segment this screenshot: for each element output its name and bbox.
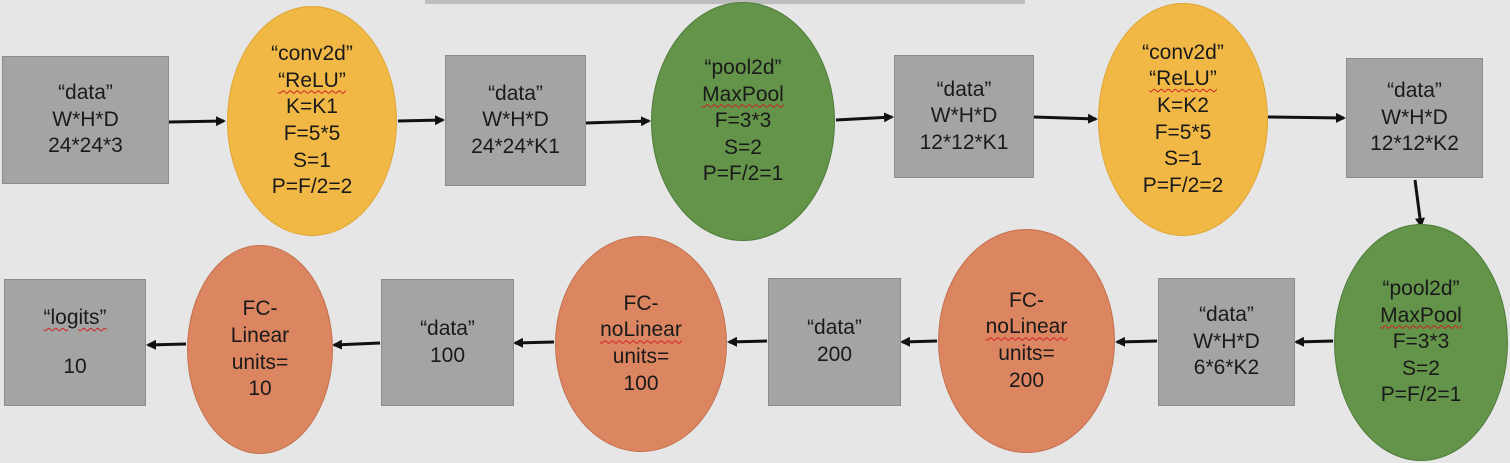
activation: noLinear — [985, 315, 1068, 339]
logits-label: “logits” — [43, 305, 107, 329]
fc-node-2: FC- noLinear units= 100 — [555, 236, 727, 452]
layer-type: “conv2d” — [271, 42, 353, 66]
filter-size: F=5*5 — [283, 122, 341, 145]
conv2d-node-1: “conv2d” “ReLU” K=K1 F=5*5 S=1 P=F/2=2 — [227, 6, 397, 236]
arrow-data7-fc3 — [332, 339, 381, 350]
units-label: units= — [612, 345, 670, 368]
filter-size: F=3*3 — [1392, 330, 1450, 354]
dim-value: 12*12*K1 — [919, 130, 1009, 154]
arrow-data4-pool2 — [1413, 179, 1425, 228]
dim-value: 200 — [816, 343, 853, 366]
units-value: 10 — [248, 377, 272, 401]
layer-type: FC- — [1009, 288, 1044, 312]
activation: noLinear — [600, 318, 682, 342]
activation: Linear — [230, 323, 290, 347]
padding: P=F/2=1 — [1380, 383, 1462, 407]
data-box-pool1-out: “data” W*H*D 12*12*K1 — [894, 55, 1034, 178]
activation: “ReLU” — [278, 68, 346, 92]
layer-type: “pool2d” — [704, 55, 782, 79]
dim-value: 12*12*K2 — [1370, 132, 1459, 156]
logits-box: “logits” 10 — [4, 279, 146, 406]
dim-label: W*H*D — [1381, 105, 1448, 129]
dim-label: W*H*D — [52, 107, 119, 131]
filter-size: F=3*3 — [714, 109, 772, 133]
data-label: “data” — [807, 316, 862, 340]
data-label: “data” — [1387, 79, 1442, 103]
data-box-input: “data” W*H*D 24*24*3 — [2, 56, 169, 184]
arrow-fc2-data7 — [513, 337, 555, 348]
arrow-fc1-data6 — [900, 336, 938, 347]
layer-type: FC- — [623, 291, 659, 315]
arrow-conv2-data4 — [1267, 112, 1346, 123]
data-box-conv2-out: “data” W*H*D 12*12*K2 — [1346, 58, 1483, 178]
filter-size: F=5*5 — [1154, 120, 1212, 144]
arrow-data2-pool1 — [585, 116, 651, 127]
units-value: 200 — [1008, 368, 1045, 392]
layer-type: “pool2d” — [1382, 276, 1460, 300]
units-value: 100 — [623, 371, 659, 395]
arrow-data3-conv2 — [1033, 113, 1098, 124]
data-label: “data” — [488, 81, 543, 105]
dim-value: 100 — [429, 343, 466, 367]
data-box-fc1-out: “data” 200 — [768, 278, 901, 406]
data-label: “data” — [1199, 303, 1254, 327]
arrow-data6-fc2 — [727, 336, 768, 347]
dim-label: W*H*D — [1193, 329, 1260, 353]
arrow-conv1-data2 — [397, 115, 445, 126]
dim-label: W*H*D — [930, 104, 998, 128]
window-top-bar — [425, 0, 1025, 4]
data-box-pool2-out: “data” W*H*D 6*6*K2 — [1158, 278, 1295, 406]
arrow-pool2-data5 — [1294, 336, 1334, 347]
arrow-data5-fc1 — [1115, 336, 1158, 347]
data-box-conv1-out: “data” W*H*D 24*24*K1 — [445, 55, 586, 186]
arrow-fc3-logits — [146, 339, 187, 350]
units-label: units= — [998, 342, 1055, 365]
data-label: “data” — [58, 81, 113, 105]
dim-value: 24*24*K1 — [471, 134, 560, 158]
arrow-pool1-data3 — [835, 112, 894, 123]
stride: S=1 — [1164, 147, 1202, 171]
kernels: K=K1 — [286, 95, 338, 119]
pool-type: MaxPool — [1380, 303, 1462, 327]
stride: S=2 — [1402, 356, 1440, 380]
dim-value: 6*6*K2 — [1193, 356, 1260, 380]
data-label: “data” — [420, 316, 475, 340]
activation: “ReLU” — [1149, 67, 1217, 91]
padding: P=F/2=2 — [271, 175, 353, 199]
logits-value: 10 — [63, 354, 87, 378]
fc-node-1: FC- noLinear units= 200 — [938, 229, 1115, 453]
conv2d-node-2: “conv2d” “ReLU” K=K2 F=5*5 S=1 P=F/2=2 — [1098, 3, 1268, 236]
dim-label: W*H*D — [482, 108, 549, 132]
stride: S=1 — [293, 148, 331, 172]
pool2d-node-2: “pool2d” MaxPool F=3*3 S=2 P=F/2=1 — [1334, 224, 1508, 461]
fc-node-3: FC- Linear units= 10 — [187, 245, 333, 454]
dim-value: 24*24*3 — [48, 134, 123, 158]
pool2d-node-1: “pool2d” MaxPool F=3*3 S=2 P=F/2=1 — [651, 2, 835, 241]
padding: P=F/2=1 — [702, 162, 784, 186]
units-label: units= — [231, 350, 289, 374]
layer-type: FC- — [242, 297, 278, 321]
data-label: “data” — [936, 77, 992, 101]
stride: S=2 — [724, 135, 762, 159]
data-box-fc2-out: “data” 100 — [381, 279, 514, 406]
kernels: K=K2 — [1157, 93, 1209, 117]
layer-type: “conv2d” — [1142, 40, 1224, 64]
padding: P=F/2=2 — [1142, 173, 1224, 197]
pool-type: MaxPool — [702, 82, 784, 106]
arrow-data1-conv1 — [168, 116, 226, 127]
